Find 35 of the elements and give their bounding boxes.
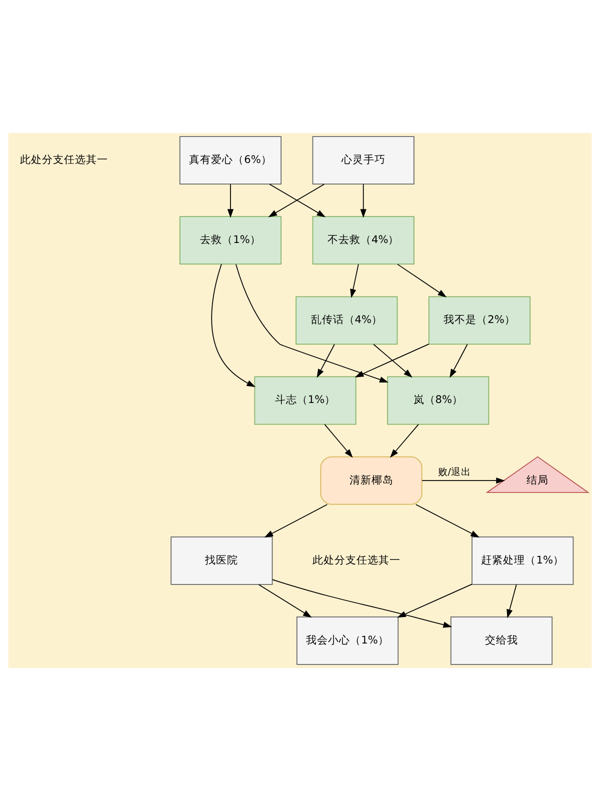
arrow — [506, 584, 517, 618]
node-box: 清新椰岛 — [320, 456, 422, 505]
arrow — [316, 344, 335, 378]
label: 此处分支任选其一 — [312, 554, 400, 566]
node-box: 交给我 — [450, 616, 553, 665]
node-box: 去救（1%） — [179, 216, 282, 265]
arrow — [373, 344, 412, 378]
arrow — [397, 264, 447, 298]
node-box: 岚（8%） — [387, 376, 490, 425]
arrow — [397, 584, 472, 618]
node-box: 真有爱心（6%） — [179, 136, 282, 184]
arrow — [350, 264, 359, 298]
node-box: 乱传话（4%） — [296, 296, 398, 345]
node-box: 心灵手巧 — [312, 136, 414, 184]
arrow — [324, 424, 353, 458]
arrow — [211, 264, 256, 388]
node-box: 斗志（1%） — [254, 376, 356, 425]
arrow — [264, 504, 328, 538]
edge-label: 败/退出 — [438, 467, 472, 478]
arrow — [272, 579, 452, 628]
arrow — [227, 184, 234, 218]
arrow — [450, 344, 468, 378]
node-box: 赶紧处理（1%） — [472, 536, 574, 585]
arrow — [422, 477, 505, 484]
node-box: 我不是（2%） — [428, 296, 531, 345]
arrow — [258, 584, 312, 618]
arrow — [354, 344, 430, 378]
label: 此处分支任选其一 — [20, 154, 108, 166]
node-box: 不去救（4%） — [312, 216, 414, 265]
arrow — [415, 504, 480, 538]
arrow — [360, 184, 366, 218]
node-box: 找医院 — [170, 536, 273, 585]
node-box: 我会小心（1%） — [296, 616, 399, 665]
arrow — [236, 264, 388, 382]
arrow — [390, 424, 419, 458]
